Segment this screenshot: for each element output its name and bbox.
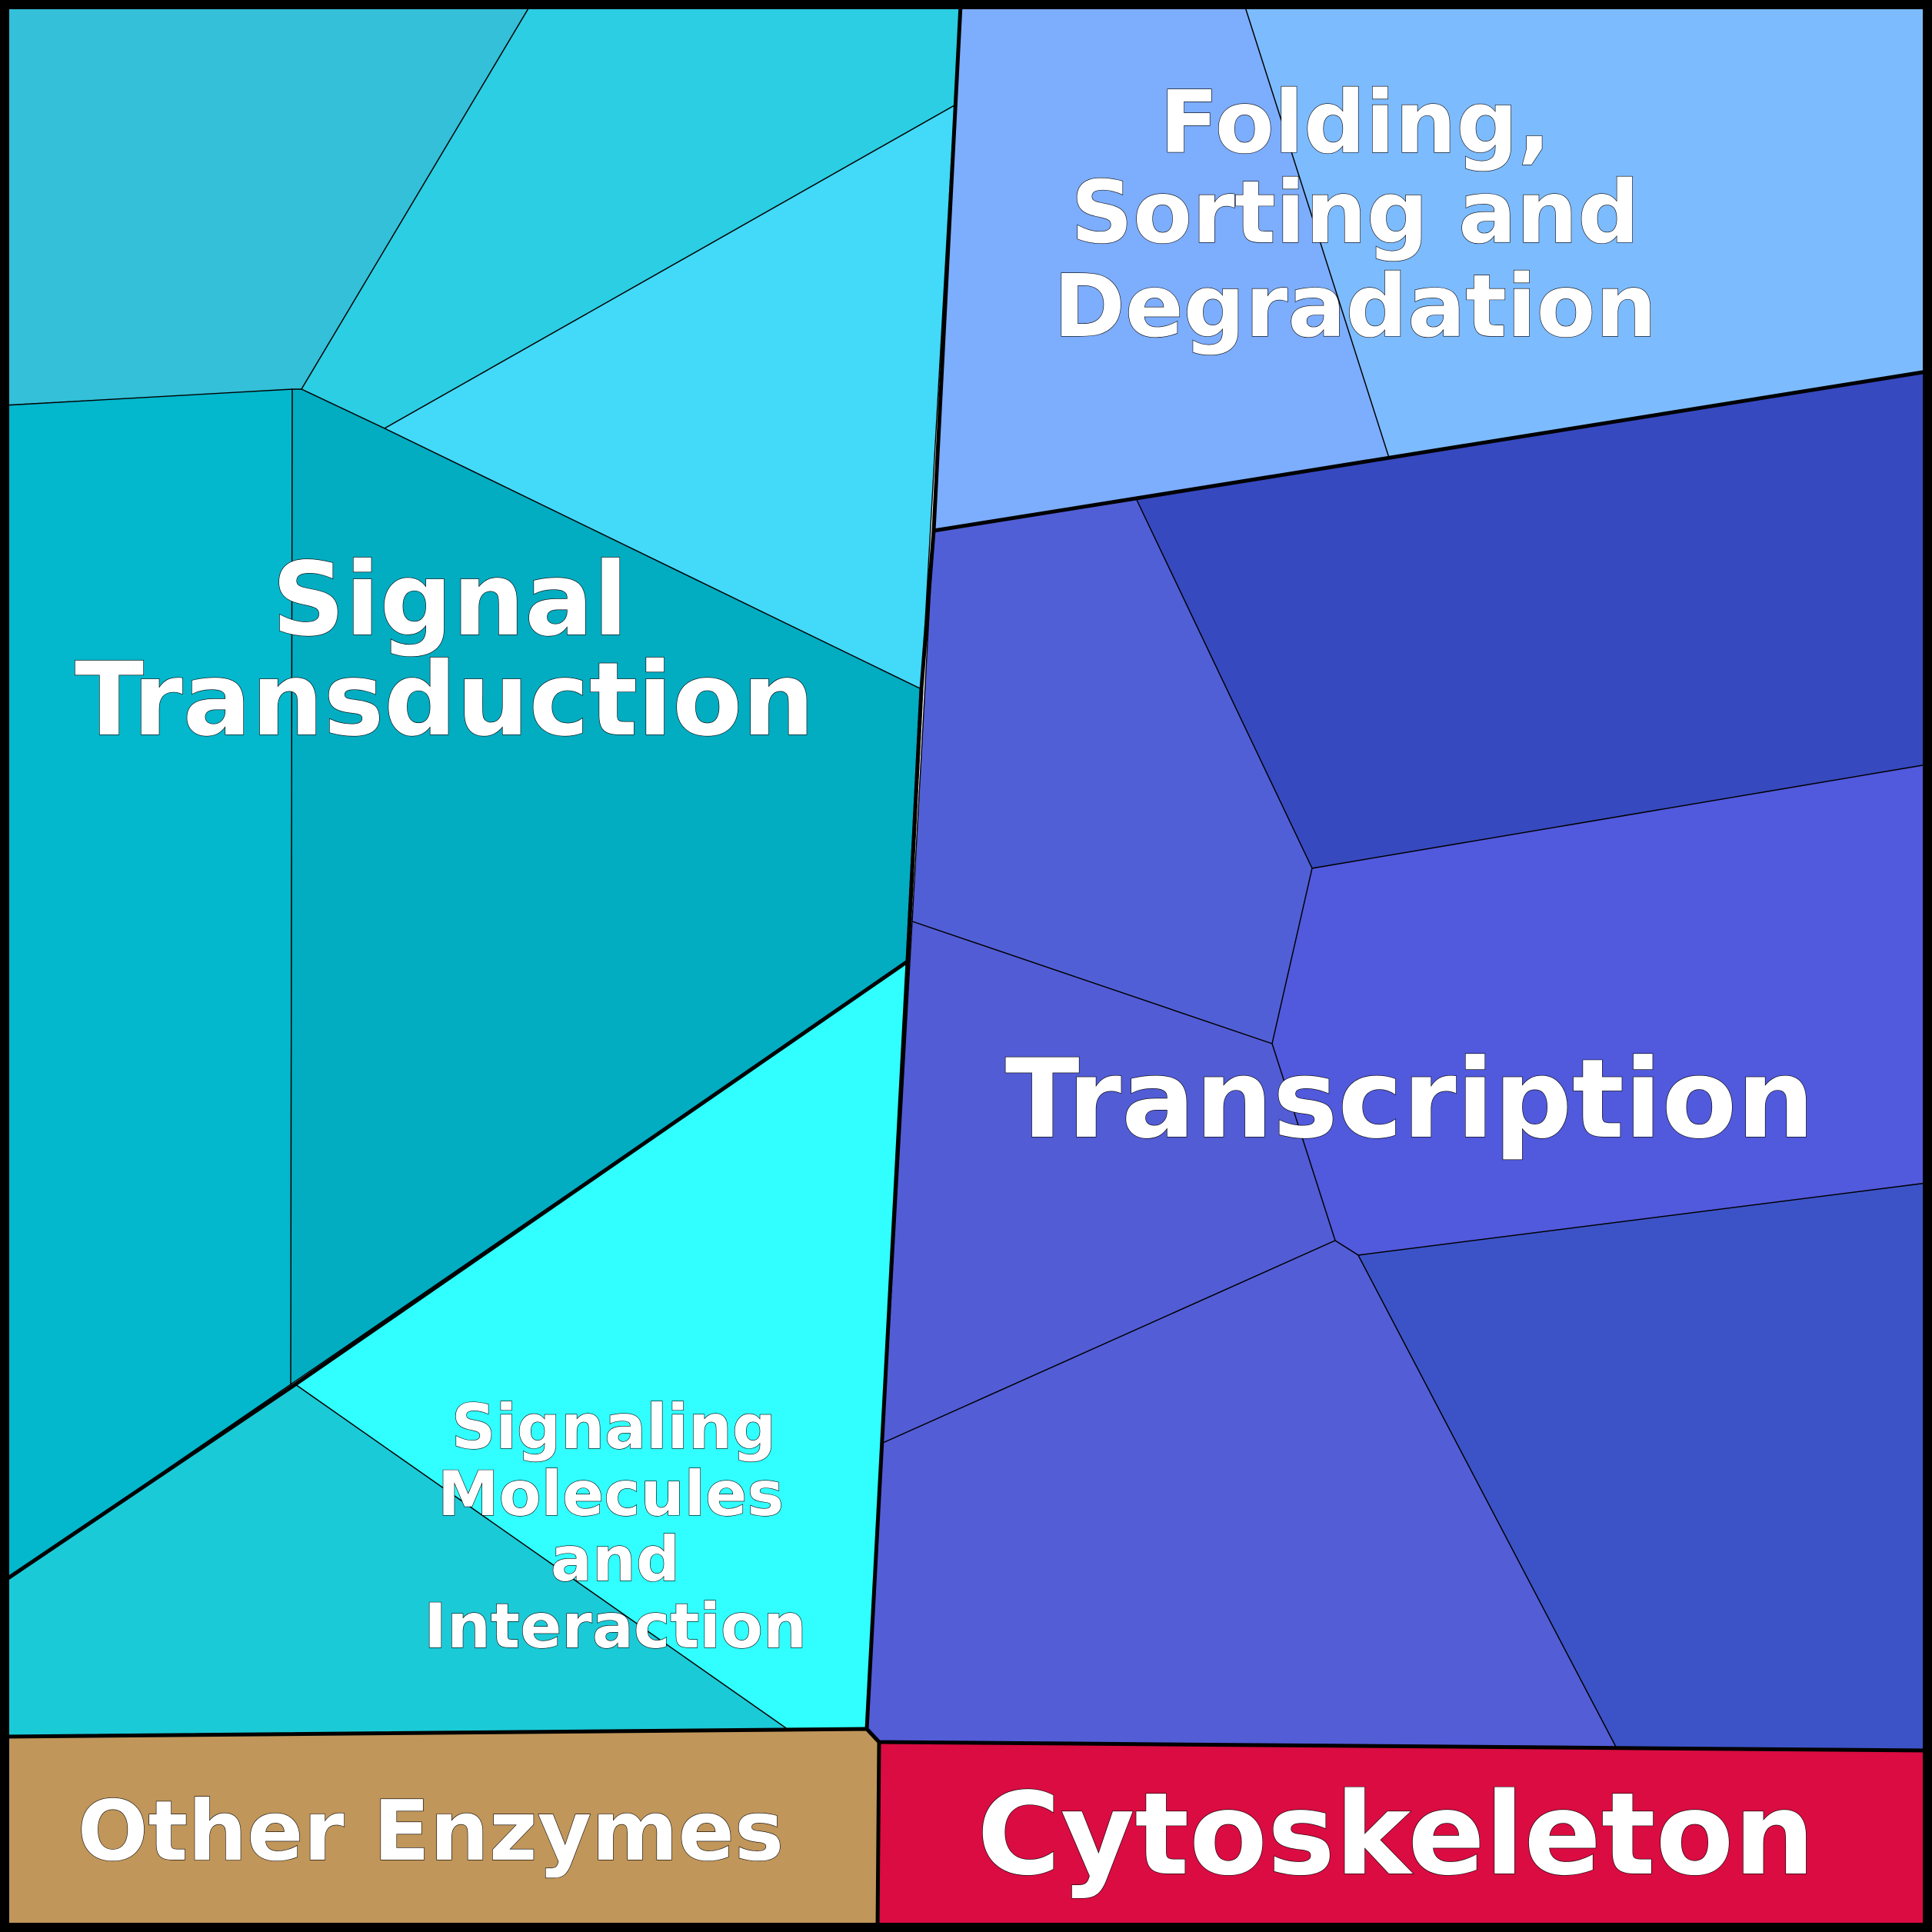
cell-signal-transduction-4	[4, 388, 293, 1581]
label-cytoskeleton-line-1: Cytoskeleton	[977, 1768, 1814, 1900]
label-folding-sorting-line-2: Sorting and	[1071, 163, 1639, 263]
label-signal-transduction-line-1: Signal	[271, 541, 628, 659]
label-signaling-molecules-line-1: Signaling	[451, 1391, 776, 1463]
label-folding-sorting-line-3: Degradation	[1054, 257, 1657, 357]
group-folding-sorting	[933, 4, 1928, 531]
label-signal-transduction-line-2: Transduction	[75, 641, 814, 759]
label-signal-transduction: Signal Transduction	[74, 540, 814, 759]
label-signaling-molecules-line-3: and	[551, 1524, 680, 1595]
label-signaling-molecules-line-4: Interaction	[424, 1591, 807, 1662]
label-other-enzymes: Other Enzymes	[77, 1783, 784, 1880]
label-folding-sorting-line-1: Folding,	[1160, 73, 1551, 173]
label-folding-sorting: Folding, Sorting and Degradation	[1053, 72, 1657, 357]
label-transcription: Transcription	[1004, 1035, 1815, 1163]
label-signaling-molecules: Signaling Molecules and Interaction	[424, 1391, 808, 1662]
group-signal-transduction	[4, 4, 961, 1581]
label-cytoskeleton: Cytoskeleton	[977, 1767, 1816, 1900]
label-other-enzymes-line-1: Other Enzymes	[78, 1784, 784, 1880]
label-transcription-line-1: Transcription	[1005, 1036, 1814, 1163]
label-signaling-molecules-line-2: Molecules	[438, 1458, 784, 1530]
